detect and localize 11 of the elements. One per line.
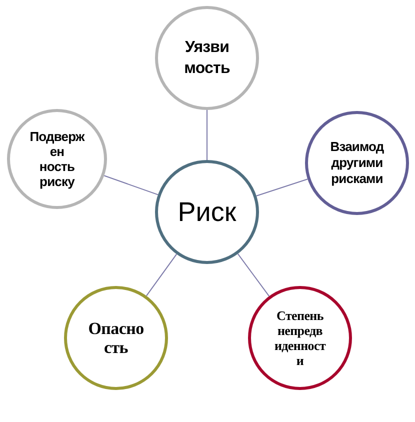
node-label: Взаимод другими рисками [330, 139, 384, 187]
node-label: Степень непредв иденност и [274, 308, 326, 368]
connector-line [206, 110, 208, 160]
connector-line [237, 253, 270, 297]
connector-line [256, 178, 308, 196]
node-label: Опасно сть [88, 319, 144, 357]
node-label: Подверж ен ность риску [30, 129, 84, 189]
connector-line [104, 175, 158, 196]
node-label: Риск [178, 197, 236, 227]
node-label: Уязви мость [184, 38, 230, 79]
connector-line [146, 254, 178, 296]
